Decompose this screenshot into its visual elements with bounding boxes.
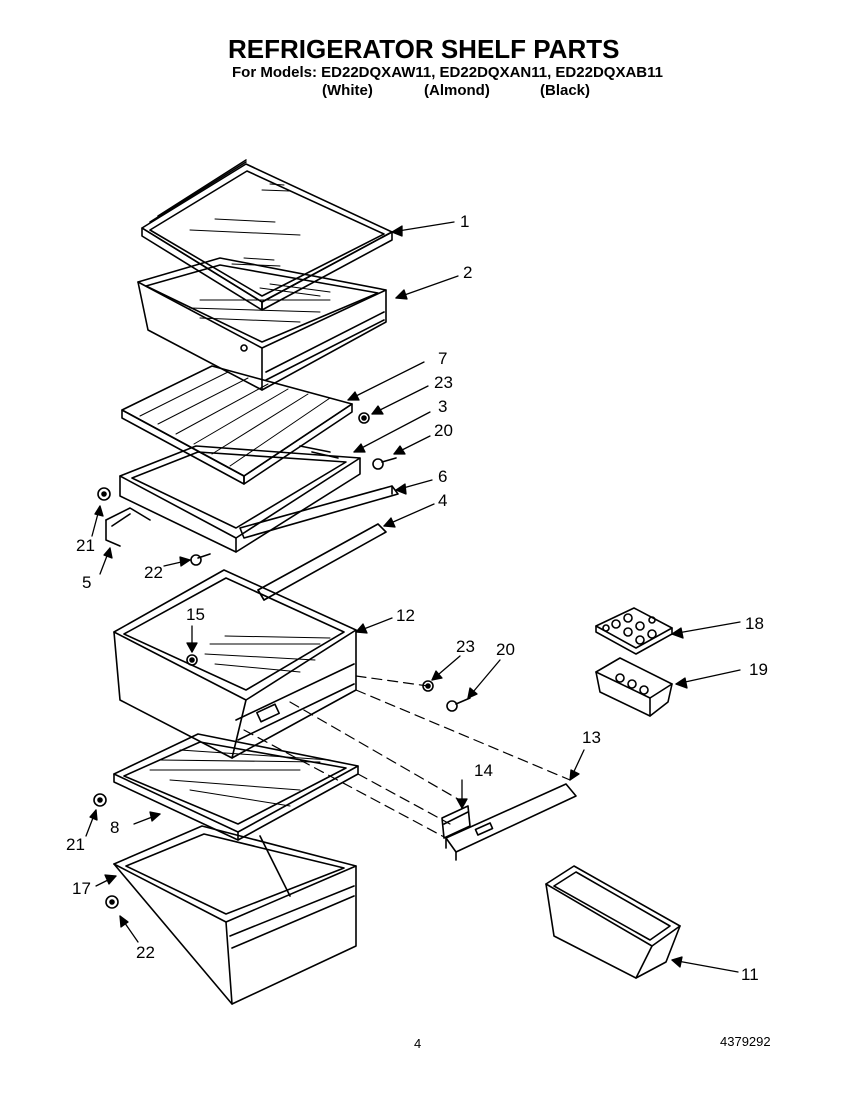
variant-almond: (Almond) bbox=[424, 82, 490, 99]
callout-12: 12 bbox=[396, 606, 415, 625]
part-6-trim-bar-icon bbox=[240, 486, 398, 538]
callout-6: 6 bbox=[438, 467, 448, 486]
variant-black: (Black) bbox=[540, 82, 591, 99]
part-11-door-bin-icon bbox=[546, 866, 680, 978]
callout-23: 23 bbox=[456, 637, 475, 656]
callout-3: 3 bbox=[438, 397, 448, 416]
callout-13: 13 bbox=[582, 728, 601, 747]
callout-21: 21 bbox=[76, 536, 95, 555]
part-12-crisper-drawer-icon bbox=[114, 570, 356, 758]
part-21-screw-icon bbox=[94, 794, 106, 806]
callout-14: 14 bbox=[474, 761, 493, 780]
callout-5: 5 bbox=[82, 573, 92, 592]
callout-18: 18 bbox=[745, 614, 764, 633]
part-2-shelf-frame-icon bbox=[138, 258, 386, 390]
document-number: 4379292 bbox=[720, 1034, 771, 1049]
callout-15: 15 bbox=[186, 605, 205, 624]
variant-white: (White) bbox=[322, 82, 373, 99]
callout-1: 1 bbox=[460, 212, 470, 231]
part-7-shelf-insert-icon bbox=[122, 366, 352, 484]
part-20-pin-icon bbox=[447, 698, 470, 711]
part-19-egg-bin-icon bbox=[596, 658, 672, 716]
callout-2: 2 bbox=[463, 263, 473, 282]
alignment-lines bbox=[244, 676, 570, 838]
part-15-screw-icon bbox=[187, 655, 197, 665]
part-23-clip-icon bbox=[359, 413, 369, 423]
callout-23: 23 bbox=[434, 373, 453, 392]
part-18-egg-tray-icon bbox=[596, 608, 672, 654]
callout-20: 20 bbox=[496, 640, 515, 659]
callout-8: 8 bbox=[110, 818, 120, 837]
page-title: REFRIGERATOR SHELF PARTS bbox=[228, 34, 620, 64]
callout-11: 11 bbox=[741, 965, 759, 984]
page-number: 4 bbox=[414, 1036, 422, 1051]
callout-21: 21 bbox=[66, 835, 85, 854]
callout-17: 17 bbox=[72, 879, 91, 898]
part-21-screw-icon bbox=[98, 488, 110, 500]
part-22-clip-icon bbox=[191, 554, 210, 565]
callout-4: 4 bbox=[438, 491, 448, 510]
callout-22: 22 bbox=[144, 563, 163, 582]
part-1-glass-shelf-icon bbox=[142, 160, 392, 310]
part-20-pin-icon bbox=[373, 458, 396, 469]
part-3-shelf-frame-icon bbox=[106, 446, 360, 552]
part-17-pan-icon bbox=[114, 826, 356, 1004]
leader-arrows bbox=[86, 222, 740, 972]
callout-7: 7 bbox=[438, 349, 448, 368]
part-22-clip-icon bbox=[106, 896, 118, 908]
part-4-trim-bar-icon bbox=[258, 524, 386, 600]
models-line: For Models: ED22DQXAW11, ED22DQXAN11, ED… bbox=[232, 64, 663, 81]
part-14-bracket-icon bbox=[442, 806, 470, 838]
callout-22: 22 bbox=[136, 943, 155, 962]
part-8-crisper-cover-icon bbox=[114, 734, 358, 840]
callout-20: 20 bbox=[434, 421, 453, 440]
callout-19: 19 bbox=[749, 660, 768, 679]
part-13-bracket-icon bbox=[446, 784, 576, 860]
